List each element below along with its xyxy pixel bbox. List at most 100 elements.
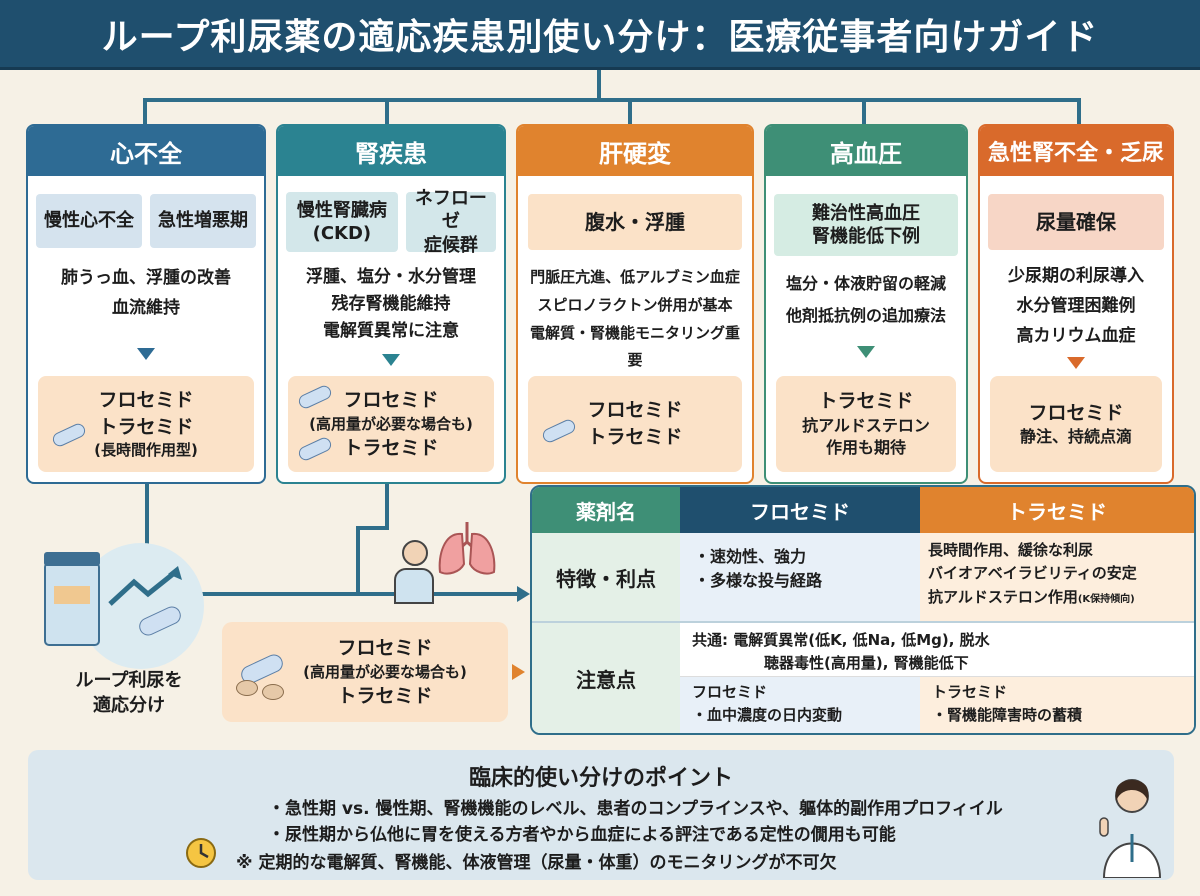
connector-hypertension bbox=[862, 98, 866, 126]
drug-box: フロセミド トラセミド bbox=[528, 376, 742, 472]
cell-line: ・血中濃度の日内変動 bbox=[692, 705, 843, 724]
desc-line: 浮腫、塩分・水分管理 bbox=[306, 267, 476, 287]
connector-heart-down bbox=[145, 484, 149, 546]
arrow-right-icon bbox=[517, 586, 530, 602]
drug-note: (高用量が必要な場合も) bbox=[303, 662, 467, 681]
sub-urine-output: 尿量確保 bbox=[988, 194, 1164, 250]
trend-arrow-icon bbox=[108, 566, 182, 606]
point-line: ・急性期 vs. 慢性期、腎機機能のレベル、患者のコンプラインスや、軀体的副作用… bbox=[268, 799, 1003, 819]
patient-body-icon bbox=[394, 568, 434, 604]
drug-note: 静注、持続点滴 bbox=[1019, 427, 1132, 447]
drug-note: 作用も期待 bbox=[825, 438, 906, 458]
medicine-bottle-icon bbox=[44, 552, 100, 646]
card-cirrhosis: 肝硬変 腹水・浮腫 門脈圧亢進、低アルブミン血症 スピロノラクトン併用が基本 電… bbox=[516, 124, 754, 484]
connector-kidney-bend bbox=[356, 526, 389, 530]
card-header: 心不全 bbox=[28, 126, 264, 176]
drug-box: フロセミド (高用量が必要な場合も) トラセミド bbox=[288, 376, 494, 472]
table-row: 注意点 共通: 電解質異常(低K, 低Na, 低Mg), 脱水 聴器毒性(高用量… bbox=[532, 623, 1194, 733]
cell-line: 抗アルドステロン作用 bbox=[928, 587, 1078, 606]
table-cell: ・速効性、強力 ・多様な投与経路 bbox=[680, 533, 920, 621]
row-label: 注意点 bbox=[532, 623, 680, 733]
common-caution: 共通: 電解質異常(低K, 低Na, 低Mg), 脱水 聴器毒性(高用量), 腎… bbox=[680, 623, 1194, 677]
cell-line: トラセミド bbox=[932, 683, 1008, 701]
table-header-row: 薬剤名 フロセミド トラセミド bbox=[532, 487, 1194, 533]
center-drug-box: フロセミド (高用量が必要な場合も) トラセミド bbox=[222, 622, 508, 722]
table-cell: 長時間作用、緩徐な利尿 バイオアベイラビリティの安定 抗アルドステロン作用(K保… bbox=[920, 533, 1194, 621]
cell-line: フロセミド bbox=[692, 683, 768, 701]
points-title: 臨床的使い分けのポイント bbox=[468, 766, 733, 791]
card-kidney-disease: 腎疾患 慢性腎臓病 (CKD) ネフローゼ 症候群 浮腫、塩分・水分管理 残存腎… bbox=[276, 124, 506, 484]
drug-box: トラセミド 抗アルドステロン 作用も期待 bbox=[776, 376, 956, 472]
card-heart-failure: 心不全 慢性心不全 急性増悪期 肺うっ血、浮腫の改善 血流維持 フロセミド トラ… bbox=[26, 124, 266, 484]
patient-head-icon bbox=[402, 540, 428, 566]
comparison-table: 薬剤名 フロセミド トラセミド 特徴・利点 ・速効性、強力 ・多様な投与経路 長… bbox=[530, 485, 1196, 735]
card-header: 高血圧 bbox=[766, 126, 966, 176]
sub-acute-exacerbation: 急性増悪期 bbox=[150, 194, 256, 248]
clinical-points-panel: 臨床的使い分けのポイント ・急性期 vs. 慢性期、腎機機能のレベル、患者のコン… bbox=[28, 750, 1174, 880]
drug-name: フロセミド bbox=[343, 388, 439, 411]
drug-name: トラセミド bbox=[337, 684, 433, 707]
drug-name: トラセミド bbox=[343, 436, 439, 459]
connector-kidney-down bbox=[385, 484, 389, 528]
sub-ascites: 腹水・浮腫 bbox=[528, 194, 742, 250]
clock-icon bbox=[186, 838, 216, 868]
pill-icon bbox=[50, 421, 88, 449]
lungs-icon bbox=[438, 522, 496, 575]
pill-icon bbox=[296, 383, 334, 411]
connector-liver bbox=[628, 98, 632, 126]
desc-line: 血流維持 bbox=[112, 297, 180, 318]
cell-line: 聴器毒性(高用量), 腎機能低下 bbox=[764, 653, 969, 672]
pill-icon bbox=[540, 417, 578, 445]
row-label: 特徴・利点 bbox=[532, 533, 680, 621]
table-cell: トラセミド ・腎機能障害時の蓄積 bbox=[920, 677, 1194, 733]
drug-name: フロセミド bbox=[337, 636, 433, 659]
connector-aki bbox=[1077, 98, 1081, 126]
connector-main bbox=[597, 70, 601, 100]
pill-icon bbox=[296, 435, 334, 463]
table-header: 薬剤名 bbox=[532, 487, 680, 533]
desc-line: 電解質異常に注意 bbox=[323, 321, 459, 342]
title-bar: ループ利尿薬の適応疾患別使い分け：医療従事者向けガイド bbox=[0, 0, 1200, 70]
sub-nephrotic: ネフローゼ 症候群 bbox=[405, 188, 496, 256]
desc-line: 電解質・腎機能モニタリング重要 bbox=[529, 323, 740, 370]
arrow-down-icon bbox=[1067, 357, 1085, 370]
connector-heart bbox=[143, 98, 147, 126]
drug-name: トラセミド bbox=[587, 426, 683, 448]
card-header: 腎疾患 bbox=[278, 126, 504, 176]
arrow-down-icon bbox=[382, 353, 400, 366]
cell-line: 長時間作用、緩徐な利尿 bbox=[928, 541, 1094, 559]
cell-line: 共通: 電解質異常(低K, 低Na, 低Mg), 脱水 bbox=[692, 631, 990, 649]
card-header: 肝硬変 bbox=[518, 126, 752, 176]
cell-line: ・腎機能障害時の蓄積 bbox=[932, 705, 1083, 724]
drug-name: フロセミド bbox=[98, 388, 194, 411]
sub-resistant-htn: 難治性高血圧 腎機能低下例 bbox=[774, 194, 958, 256]
point-line: ※ 定期的な電解質、腎機能、体液管理（尿量・体重）のモニタリングが不可欠 bbox=[236, 853, 837, 873]
center-label: ループ利尿を 適応分け bbox=[75, 670, 183, 717]
table-cell: フロセミド ・血中濃度の日内変動 bbox=[680, 677, 920, 733]
connector-horizontal bbox=[143, 98, 1081, 102]
drug-note: (高用量が必要な場合も) bbox=[309, 414, 473, 433]
desc-line: 塩分・体液貯留の軽減 bbox=[785, 274, 946, 293]
connector-kidney bbox=[385, 98, 389, 126]
card-header: 急性腎不全・乏尿 bbox=[980, 126, 1172, 176]
drug-name: トラセミド bbox=[98, 415, 194, 438]
point-line: ・尿性期から仏他に胃を使える方者やから血症による評注である定性の僩用も可能 bbox=[268, 825, 896, 845]
cell-note: (K保持傾向) bbox=[1077, 593, 1135, 605]
desc-line: 少尿期の利尿導入 bbox=[1008, 266, 1144, 286]
desc-line: 肺うっ血、浮腫の改善 bbox=[61, 268, 231, 288]
table-header: トラセミド bbox=[920, 487, 1194, 533]
desc-line: 門脈圧亢進、低アルブミン血症 bbox=[530, 268, 740, 286]
table-header: フロセミド bbox=[680, 487, 920, 533]
connector-kidney-bend-down bbox=[356, 526, 360, 596]
desc-line: 他剤抵抗例の追加療法 bbox=[785, 306, 946, 325]
drug-name: トラセミド bbox=[818, 390, 914, 413]
drug-note: (長時間作用型) bbox=[94, 441, 198, 460]
tablet-icon bbox=[262, 684, 284, 700]
connector-to-table bbox=[200, 592, 520, 596]
drug-name: フロセミド bbox=[1028, 401, 1124, 424]
arrow-down-icon bbox=[857, 346, 875, 358]
desc-line: 残存腎機能維持 bbox=[331, 294, 451, 315]
drug-box: フロセミド トラセミド (長時間作用型) bbox=[38, 376, 254, 472]
drug-name: フロセミド bbox=[587, 399, 683, 422]
desc-line: 高カリウム血症 bbox=[1016, 325, 1136, 346]
